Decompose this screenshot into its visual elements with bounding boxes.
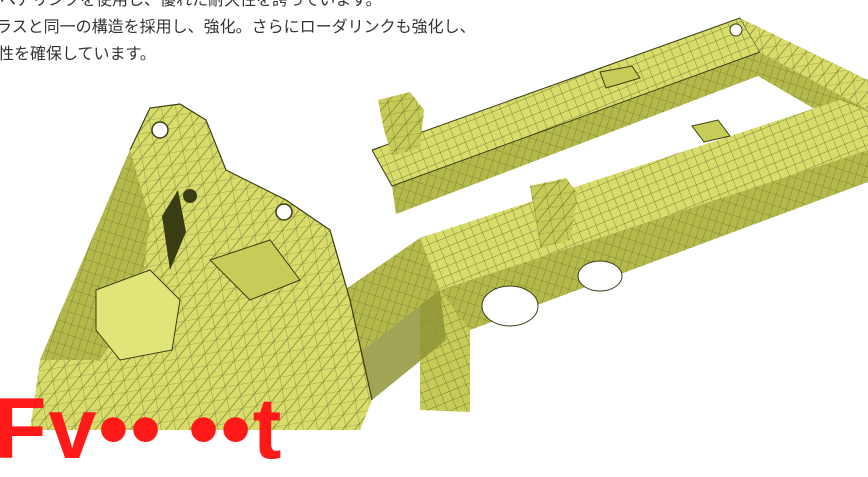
front-tower [30,103,373,430]
rear-rail-lower [420,100,868,340]
center-cross-plate [330,238,470,412]
paragraph-line-1: ペアリンクを使用し、優れた耐久性を誇っています。 [0,0,620,13]
paragraph-line-2: ラスと同一の構造を採用し、強化。さらにローダリンクも強化し、 [0,17,476,36]
body-text-block: ペアリンクを使用し、優れた耐久性を誇っています。 ラスと同一の構造を採用し、強化… [0,0,620,67]
paragraph-line-3: 性を確保しています。 [0,44,156,63]
rear-rail-upper [371,17,761,214]
red-overlay-text: Fv•• ••t [0,381,284,477]
frame-mesh-illustration [30,17,868,430]
mount-pads [378,65,731,248]
